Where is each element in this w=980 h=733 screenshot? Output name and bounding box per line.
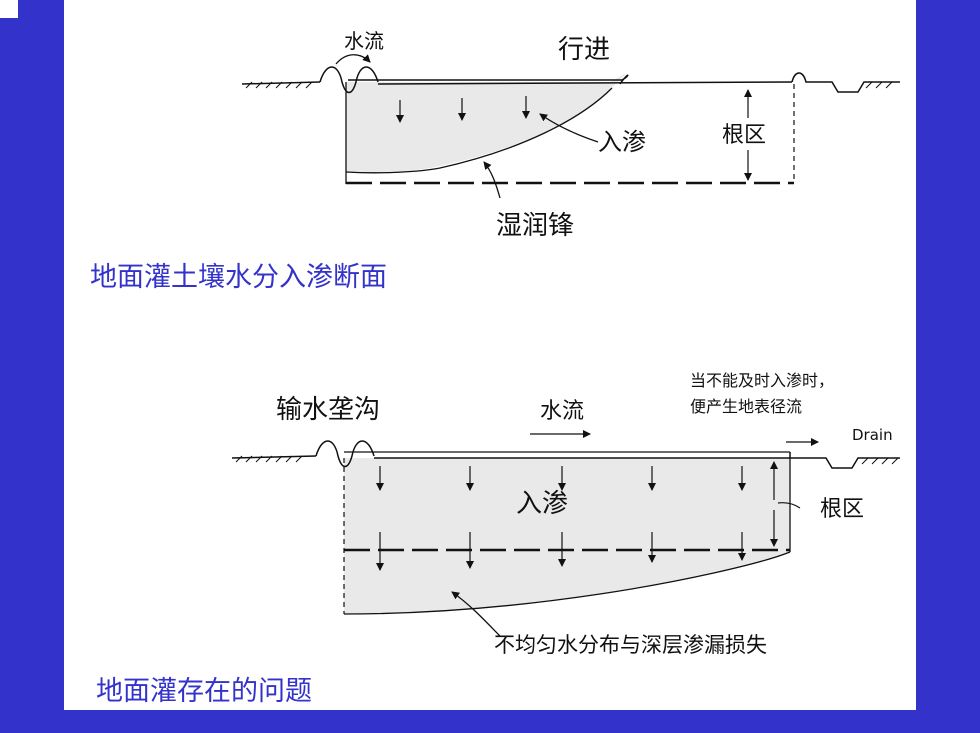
- label-water-flow-2: 水流: [540, 399, 584, 424]
- label-nonuniform-loss: 不均匀水分布与深层渗漏损失: [494, 633, 767, 657]
- label-infiltration-1: 入渗: [598, 128, 646, 156]
- label-root-zone-2: 根区: [820, 497, 864, 522]
- label-drain: Drain: [852, 426, 893, 444]
- drain-ditch: [789, 452, 900, 469]
- caption-irrigation-problems: 地面灌存在的问题: [96, 676, 312, 707]
- supply-furrow-1: [319, 66, 379, 94]
- ground-hatch-right-1: [865, 81, 893, 89]
- ground-hatch-right-2: [861, 457, 899, 465]
- label-wetting-front: 湿润锋: [496, 211, 574, 241]
- wetting-front-pointer-1: [483, 161, 501, 199]
- ground-left-2: [231, 455, 317, 459]
- label-runoff-line2: 便产生地表径流: [690, 397, 802, 416]
- label-infiltration-2: 入渗: [516, 489, 568, 519]
- label-advance: 行进: [558, 35, 610, 65]
- root-zone-pointer-2: [777, 502, 801, 509]
- right-ridge-1: [791, 72, 900, 93]
- water-surface-1: [348, 74, 629, 85]
- caption-infiltration-profile: 地面灌土壤水分入渗断面: [90, 262, 387, 293]
- diagram-irrigation-problems: 输水垄沟 水流 当不能及时入渗时， 便产生地表径流 Drain 入渗 根区 不均…: [96, 371, 900, 707]
- nonuniform-pointer: [451, 591, 501, 637]
- label-water-flow-1: 水流: [344, 29, 384, 53]
- supply-furrow-2: [315, 440, 375, 468]
- ground-hatch-left-1: [245, 81, 313, 89]
- wetted-zone-2: [344, 458, 790, 614]
- water-flow-arrow-1: [335, 54, 371, 65]
- label-runoff-line1: 当不能及时入渗时，: [690, 371, 834, 390]
- infiltration-pointer-1: [539, 113, 599, 143]
- label-supply-furrow: 输水垄沟: [276, 395, 380, 425]
- diagram-infiltration-profile: 水流 行进 入渗 根区 湿润锋 地面灌土壤水分入渗断面: [90, 29, 900, 293]
- field-surface-1: [377, 81, 793, 85]
- wetting-front-curve-1: [345, 87, 613, 174]
- label-root-zone-1: 根区: [722, 123, 766, 148]
- corner-mark: [0, 0, 18, 18]
- ground-hatch-left-2: [235, 455, 303, 463]
- wetted-zone-1: [346, 73, 626, 173]
- deep-percolation-curve: [343, 551, 791, 615]
